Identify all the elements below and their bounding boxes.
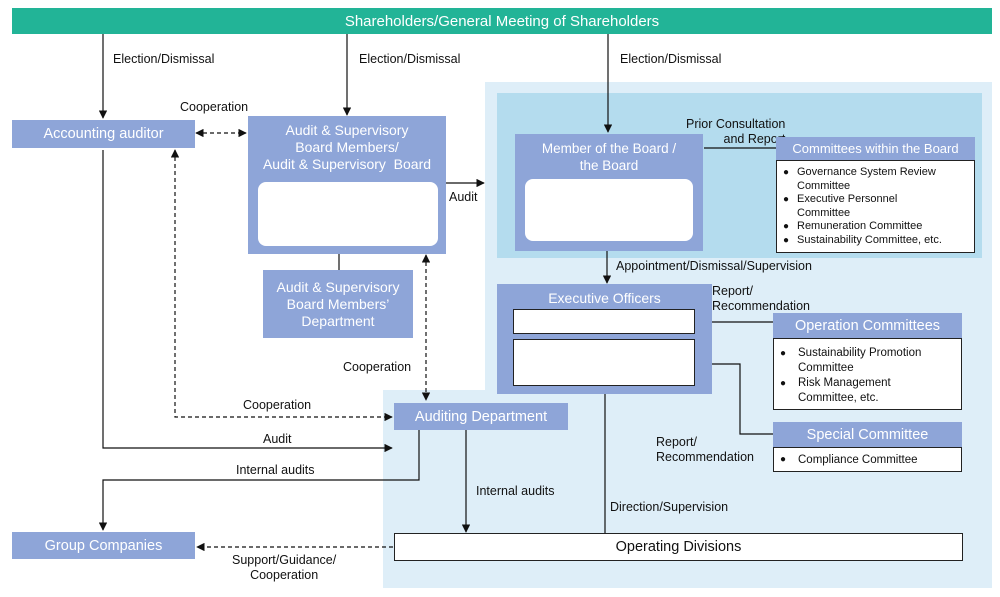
label-report-rec-1: Report/ Recommendation (712, 284, 810, 313)
committees-board-title: Committees within the Board (776, 137, 975, 160)
auditing-department-box: Auditing Department (394, 403, 568, 430)
operation-committee-item: Sustainability Promotion Committee (774, 346, 961, 376)
board-members-sub: (including 5 External Members of the Boa… (555, 203, 663, 228)
operating-divisions-box: Operating Divisions (394, 533, 963, 561)
special-committee-item: Compliance Committee (774, 453, 961, 467)
special-committee-title: Special Committee (773, 422, 962, 447)
audit-board-box: Audit & Supervisory Board Members/ Audit… (248, 116, 446, 254)
label-election-2: Election/Dismissal (359, 52, 461, 66)
shareholders-bar: Shareholders/General Meeting of Sharehol… (12, 8, 992, 34)
label-audit-right: Audit (449, 190, 478, 204)
label-internal-audits-1: Internal audits (236, 463, 315, 477)
label-audit-left: Audit (263, 432, 292, 446)
board-members: 12 Members of the Board (including 5 Ext… (525, 179, 693, 241)
audit-board-members: 6 Audit & Supervisory Board Members (inc… (258, 182, 438, 246)
label-support: Support/Guidance/ Cooperation (232, 553, 337, 582)
internal-audits-arrow-group (98, 430, 420, 531)
label-prior-consultation: Prior Consultation and Report (686, 117, 786, 146)
cooperation-arrow-left (170, 149, 393, 422)
executive-officers-box: Executive Officers Management Committee … (497, 284, 712, 394)
label-cooperation-left: Cooperation (243, 398, 312, 412)
label-cooperation-mid: Cooperation (343, 360, 412, 374)
group-companies-box: Group Companies (12, 532, 195, 559)
executive-officers-title: Executive Officers (548, 290, 661, 306)
president-box: President and Chief Executive Officer (513, 339, 695, 386)
committees-board-list: Governance System Review Committee Execu… (776, 160, 975, 253)
operation-committees-list: Sustainability Promotion Committee Risk … (773, 338, 962, 410)
audit-arrow-left (102, 150, 393, 453)
accounting-auditor-box: Accounting auditor (12, 120, 195, 148)
committee-board-item: Governance System Review Committee (777, 166, 974, 193)
committee-board-item: Sustainability Committee, etc. (777, 234, 974, 248)
audit-board-title: Audit & Supervisory Board Members/ Audit… (262, 122, 432, 172)
audit-board-members-main: 6 Audit & Supervisory Board Members (293, 189, 403, 215)
label-cooperation-top: Cooperation (180, 100, 249, 114)
committee-board-item: Executive Personnel Committee (777, 193, 974, 220)
special-committee-list: Compliance Committee (773, 447, 962, 472)
label-election-3: Election/Dismissal (620, 52, 722, 66)
label-direction: Direction/Supervision (610, 500, 729, 514)
committee-board-item: Remuneration Committee (777, 220, 974, 234)
label-election-1: Election/Dismissal (113, 52, 215, 66)
audit-board-members-sub: (including 4 External Audit & Supervisor… (286, 216, 410, 238)
operation-committees-title: Operation Committees (773, 313, 962, 338)
board-box: Member of the Board / the Board 12 Membe… (515, 134, 703, 251)
audit-board-department-box: Audit & Supervisory Board Members’ Depar… (263, 270, 413, 338)
board-members-main: 12 Members of the Board (545, 190, 673, 202)
label-internal-audits-2: Internal audits (476, 484, 555, 498)
label-report-rec-2: Report/ Recommendation (656, 435, 754, 464)
operation-committee-item: Risk Management Committee, etc. (774, 376, 961, 406)
board-title: Member of the Board / the Board (541, 141, 677, 173)
management-committee-box: Management Committee (513, 309, 695, 334)
label-appointment: Appointment/Dismissal/Supervision (616, 259, 812, 273)
special-committee-line (712, 363, 773, 435)
